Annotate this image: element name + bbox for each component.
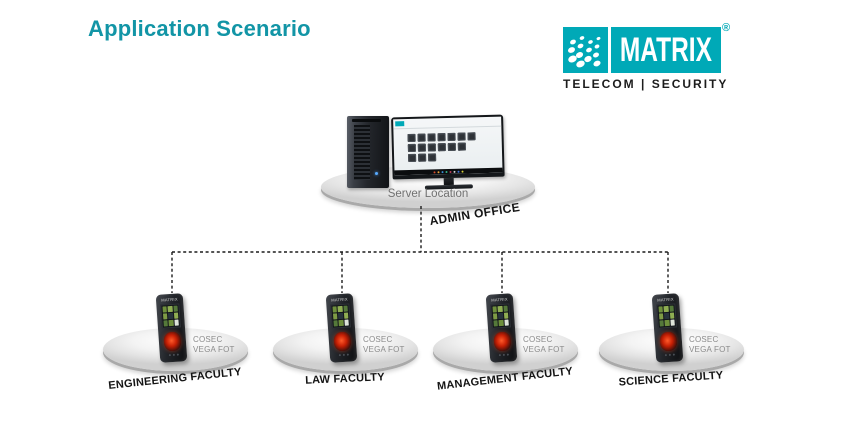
site-group-science: MATRIX COSEC VEGA FOT SCIENCE FACULTY <box>591 290 751 410</box>
monitor-screen <box>393 116 503 176</box>
device-screen <box>160 303 181 329</box>
logo-row: MATRIX ® <box>563 22 738 73</box>
site-group-management: MATRIX COSEC VEGA FOT MANAGEMENT FACULTY <box>425 290 585 410</box>
device-brand-label: MATRIX <box>491 296 508 303</box>
fingerprint-sensor-icon <box>493 331 512 352</box>
cosec-terminal-icon: MATRIX <box>155 293 188 363</box>
device-screen <box>656 303 677 329</box>
cosec-terminal-icon: MATRIX <box>651 293 684 363</box>
device-brand-label: MATRIX <box>161 296 178 303</box>
device-model-label: COSEC VEGA FOT <box>523 335 565 354</box>
monitor-icon <box>391 114 505 191</box>
device-brand-label: MATRIX <box>657 296 674 303</box>
logo-wordmark: MATRIX <box>611 27 721 73</box>
registered-trademark-icon: ® <box>722 22 731 34</box>
device-keys <box>338 353 349 358</box>
brand-logo: MATRIX ® TELECOM | SECURITY <box>563 22 738 91</box>
device-screen <box>490 303 511 329</box>
screen-menubar <box>393 125 502 130</box>
fingerprint-sensor-icon <box>163 331 182 352</box>
matrix-dots-icon <box>563 27 608 73</box>
server-location-label: Server Location <box>387 188 469 200</box>
cosec-terminal-icon: MATRIX <box>325 293 358 363</box>
app-tile-grid <box>407 132 477 164</box>
fingerprint-sensor-icon <box>333 331 352 352</box>
site-group-engineering: MATRIX COSEC VEGA FOT ENGINEERING FACULT… <box>95 290 255 410</box>
device-model-label: COSEC VEGA FOT <box>689 335 731 354</box>
taskbar <box>394 167 503 176</box>
device-model-label: COSEC VEGA FOT <box>193 335 235 354</box>
device-keys <box>168 353 179 358</box>
site-group-law: MATRIX COSEC VEGA FOT LAW FACULTY <box>265 290 425 410</box>
cosec-terminal-icon: MATRIX <box>485 293 518 363</box>
device-model-label: COSEC VEGA FOT <box>363 335 405 354</box>
logo-brand-text: MATRIX <box>619 30 713 69</box>
monitor-frame <box>391 114 505 180</box>
device-keys <box>664 353 675 358</box>
screen-logo-icon <box>395 121 405 127</box>
device-keys <box>498 353 509 358</box>
logo-tagline: TELECOM | SECURITY <box>563 77 729 91</box>
page-title: Application Scenario <box>88 16 311 41</box>
device-brand-label: MATRIX <box>331 296 348 303</box>
device-screen <box>330 303 351 329</box>
power-led-icon <box>375 172 378 175</box>
server-tower-icon <box>347 116 389 188</box>
fingerprint-sensor-icon <box>659 331 678 352</box>
